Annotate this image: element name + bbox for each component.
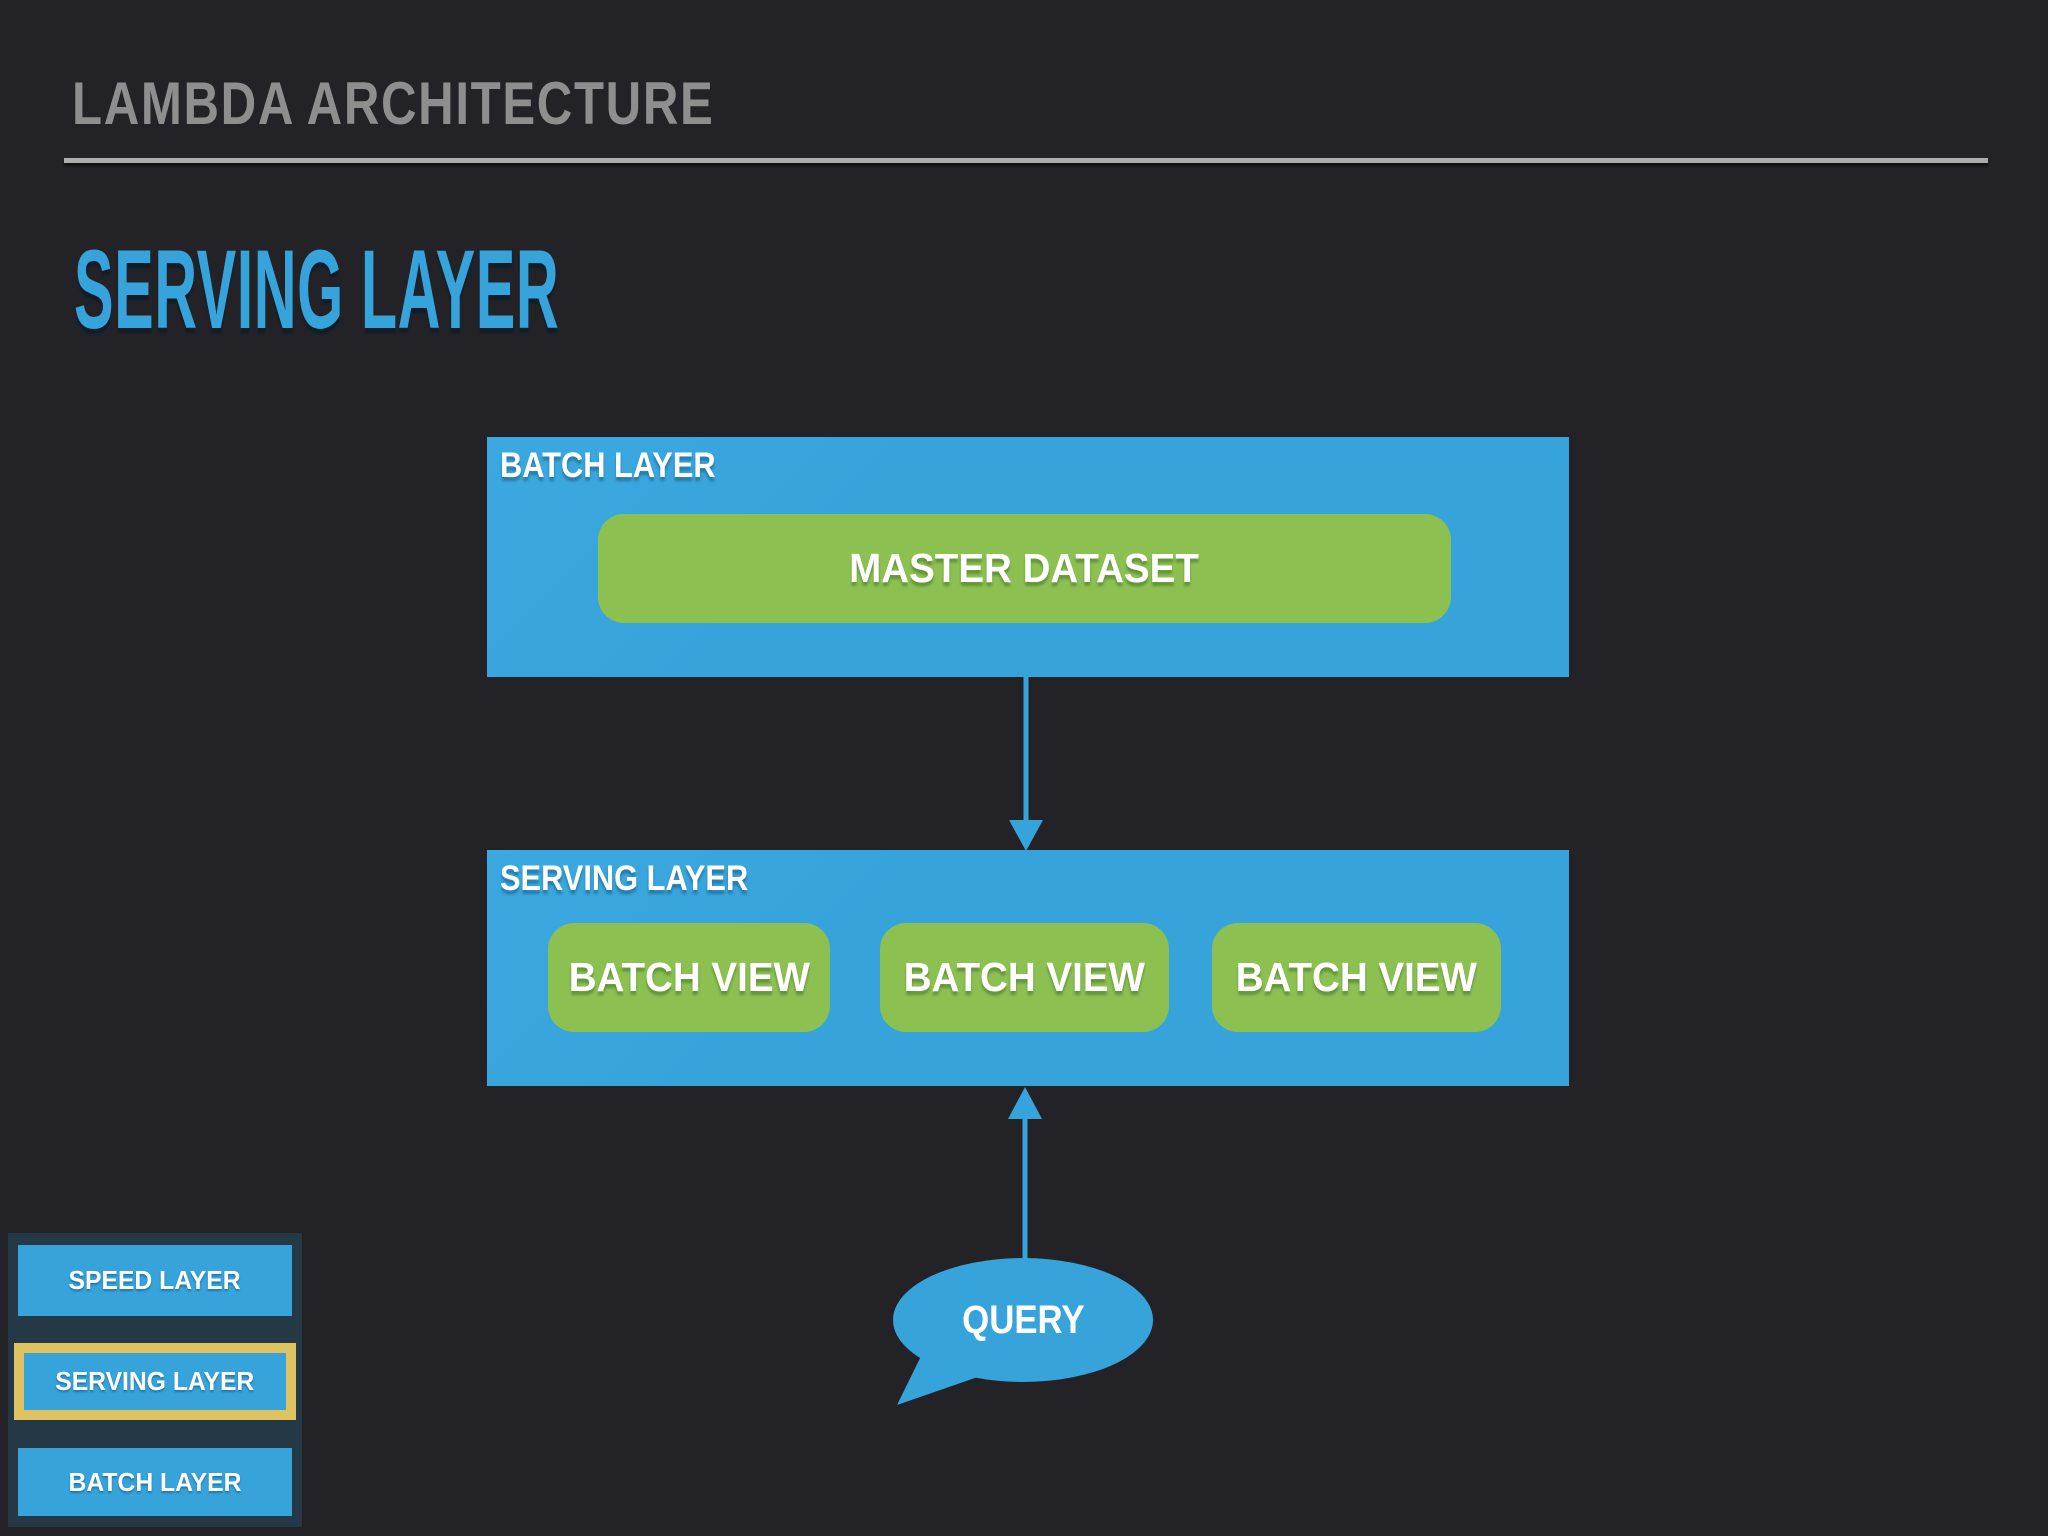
batch-view-label: BATCH VIEW (903, 954, 1146, 1000)
legend-panel: SPEED LAYER SERVING LAYER BATCH LAYER (8, 1233, 302, 1527)
batch-view-label: BATCH VIEW (1235, 954, 1478, 1000)
legend-item-label: BATCH LAYER (68, 1466, 242, 1497)
serving-layer-label: SERVING LAYER (500, 859, 749, 898)
slide-kicker: LAMBDA ARCHITECTURE (72, 70, 715, 137)
query-text-wrap: QUERY (893, 1258, 1153, 1382)
legend-item-batch-layer[interactable]: BATCH LAYER (18, 1448, 292, 1516)
batch-view-box: BATCH VIEW (548, 923, 830, 1032)
query-label: QUERY (961, 1297, 1085, 1342)
arrow-head (1008, 1087, 1042, 1119)
batch-layer-label: BATCH LAYER (500, 446, 716, 485)
batch-layer-box: BATCH LAYER MASTER DATASET (487, 437, 1569, 677)
legend-item-label: SPEED LAYER (68, 1265, 242, 1295)
batch-view-box: BATCH VIEW (880, 923, 1169, 1032)
master-dataset-box: MASTER DATASET (598, 514, 1451, 623)
batch-view-box: BATCH VIEW (1212, 923, 1501, 1032)
batch-view-label: BATCH VIEW (568, 954, 810, 1000)
legend-item-label: SERVING LAYER (55, 1366, 255, 1396)
master-dataset-label: MASTER DATASET (849, 545, 1200, 591)
query-speech-bubble (893, 1258, 1153, 1405)
serving-layer-box: SERVING LAYER BATCH VIEW BATCH VIEW BATC… (487, 850, 1569, 1086)
legend-item-speed-layer[interactable]: SPEED LAYER (18, 1245, 292, 1316)
speech-bubble-body (893, 1258, 1153, 1382)
header-divider (64, 158, 1988, 163)
legend-item-serving-layer[interactable]: SERVING LAYER (14, 1343, 296, 1420)
arrow-head (1009, 820, 1043, 851)
flow-arrow-up-icon (1008, 1087, 1042, 1259)
flow-arrow-down-icon (1009, 676, 1043, 851)
page-title: SERVING LAYER (74, 227, 560, 352)
